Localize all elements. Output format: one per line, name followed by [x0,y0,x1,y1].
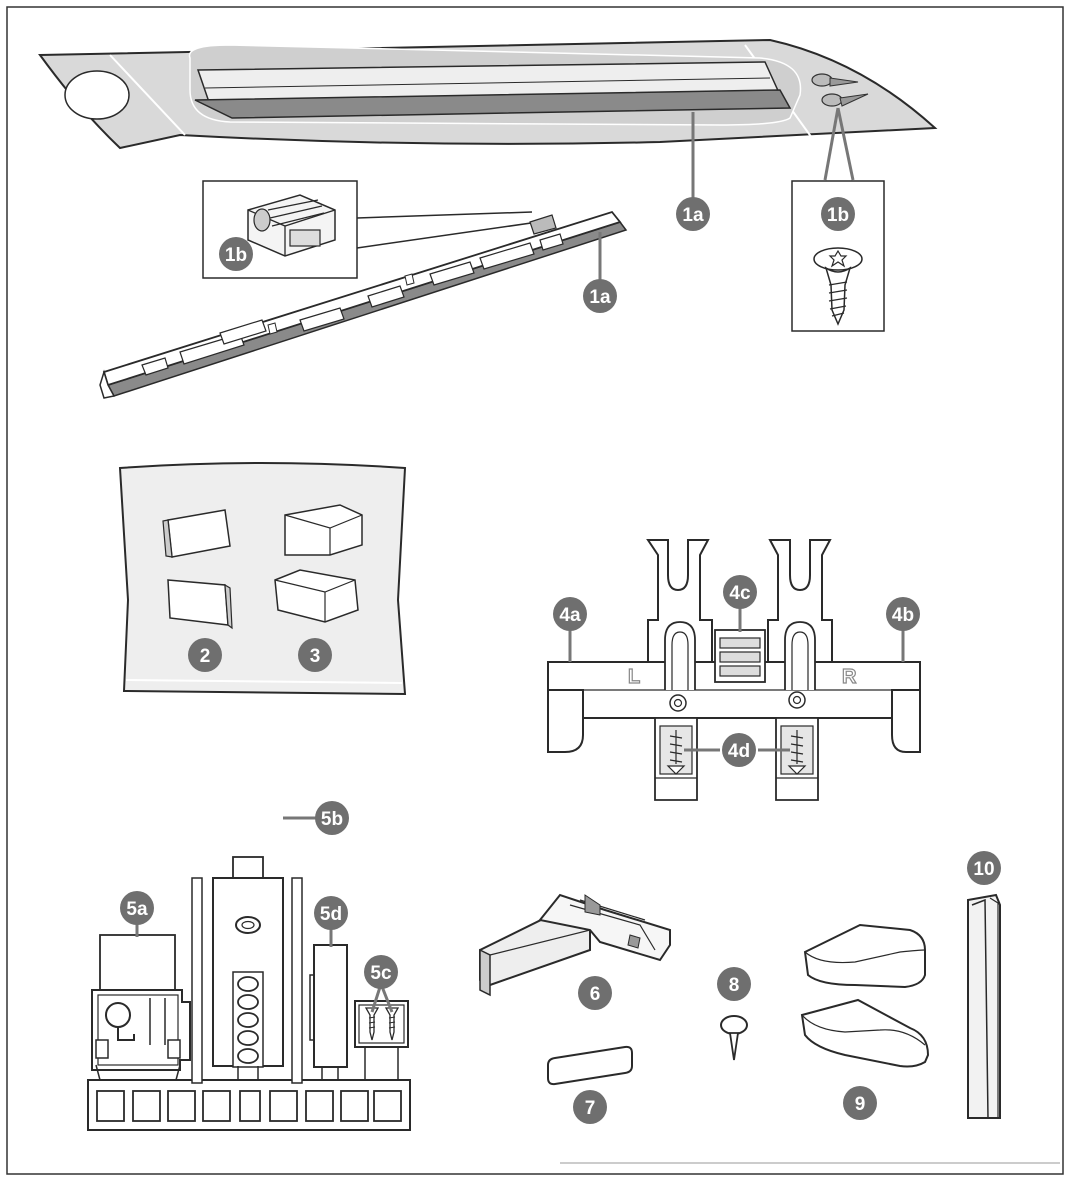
svg-text:8: 8 [729,975,740,996]
svg-text:5a: 5a [126,899,148,920]
callout-4a: 4a [553,597,587,631]
clip-detail-leader-bottom [356,221,539,249]
leader-1b-left [823,107,840,181]
svg-text:4b: 4b [892,605,914,626]
svg-text:5c: 5c [370,963,392,984]
bracket-right-end-4b [891,689,921,753]
callout-4b: 4b [886,597,920,631]
clip-detail-box: 1b [202,180,539,279]
clip-detail-leader-top [356,211,533,219]
cover-cap-part-2-upper [162,509,231,558]
part-5d-block [309,944,348,1080]
svg-text:5b: 5b [321,809,343,830]
callout-2-text: 2 [200,646,211,667]
callout-5d: 5d [314,896,348,930]
callout-4c: 4c [723,575,757,609]
callout-1b-clip-text: 1b [225,245,247,266]
callout-5c: 5c [364,955,398,989]
bag-hanging-hole [64,70,130,120]
parts-tray-5 [87,856,411,1131]
svg-text:6: 6 [590,984,601,1005]
part-8-pin [720,1015,748,1061]
bracket-left-pivot [669,694,687,712]
page-frame [6,6,1064,1175]
small-bag-outline [118,462,407,696]
callout-1b-screw-text: 1b [827,205,849,226]
small-parts-bag: 2 3 [118,462,407,696]
end-cap-part-3-upper [284,504,363,556]
bracket-right-screw-housing-4d [775,717,819,801]
bag-seal-left [109,54,186,136]
callout-5b: 5b [315,801,349,835]
tray-pockets [96,1090,402,1122]
end-cap-part-3-lower [274,569,359,623]
bracket-left-arm [646,539,713,663]
callout-9: 9 [843,1086,877,1120]
clip-icon [247,194,336,257]
screws-in-bag [811,73,869,107]
packaging-bag-illustration [38,38,938,150]
callout-1a-bag: 1a [676,197,710,231]
bracket-left-end-4a [547,689,584,753]
part-5c-screw-pair [354,1000,409,1080]
svg-text:4d: 4d [728,741,750,762]
part-10-profile-strip [967,893,1001,1119]
svg-text:10: 10 [973,859,994,880]
svg-text:7: 7 [585,1098,596,1119]
svg-text:4a: 4a [559,605,581,626]
rail-end-cap [99,369,116,399]
bracket-right-mark: R [842,666,857,688]
rail-in-bag-edge [204,77,771,89]
svg-text:1a: 1a [589,287,611,308]
bracket-left-screw-housing-4d [654,717,698,801]
part-9-cap-upper [803,923,926,989]
rail-top-face [102,210,622,387]
part-5b-column [212,856,284,1080]
part-9-cap-lower [800,998,930,1068]
part-7-strip [547,1045,633,1086]
svg-text:4c: 4c [729,583,751,604]
callout-8: 8 [717,967,751,1001]
callout-5a: 5a [120,891,154,925]
bracket-right-pivot [788,691,806,709]
callout-3-text: 3 [310,646,321,667]
callout-10: 10 [967,851,1001,885]
rail-mounted-clip [529,214,557,235]
part-6-corner-piece [479,893,671,997]
callout-1b-clip-badge [219,237,253,271]
svg-text:9: 9 [855,1094,866,1115]
rail-1a [99,210,628,399]
svg-text:5d: 5d [320,904,342,925]
bracket-left-mark: L [628,666,640,688]
screw-icon [813,247,863,326]
callout-1b-screw-badge [821,197,855,231]
screw-detail-box: 1b [791,180,885,332]
cover-cap-part-2-lower [167,579,233,630]
callout-6: 6 [578,976,612,1010]
callout-2-badge [188,638,222,672]
bracket-center-clip-4c [714,629,766,683]
part-5a-holder [91,934,191,1081]
callout-1a-rail: 1a [583,279,617,313]
callout-4d: 4d [722,733,756,767]
leader-1b-right [836,107,855,181]
callout-3-badge [298,638,332,672]
svg-text:1a: 1a [682,205,704,226]
bracket-right-arm [767,539,833,663]
callout-7: 7 [573,1090,607,1124]
rail-in-bag-lip [194,89,792,119]
